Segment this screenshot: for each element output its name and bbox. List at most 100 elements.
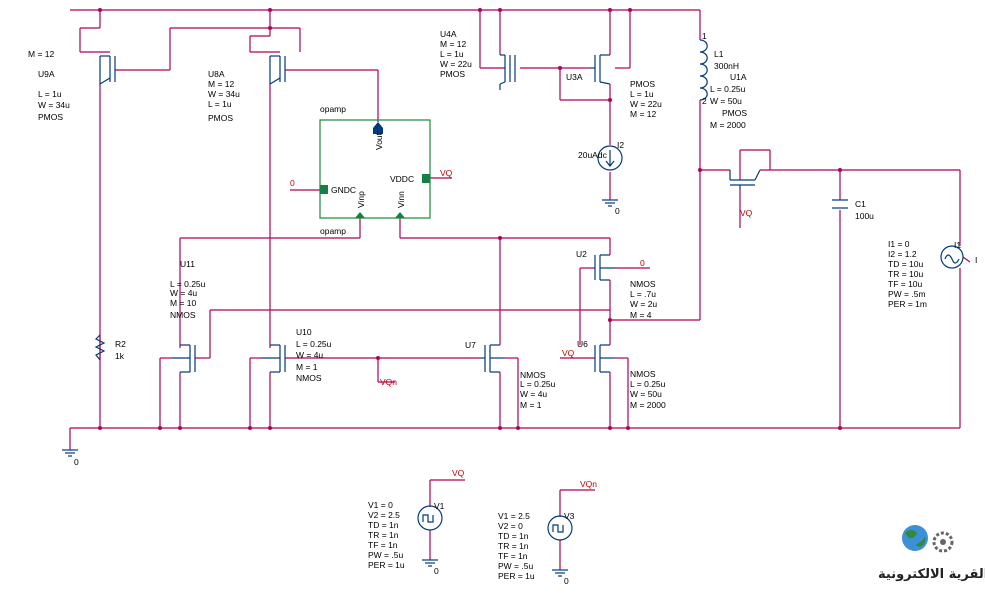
u4a-w: W = 22u: [440, 59, 472, 69]
v3-p2: TD = 1n: [498, 531, 529, 541]
v1-p1: V2 = 2.5: [368, 510, 400, 520]
u10-type: NMOS: [296, 373, 322, 383]
nmos-u11-symbol: [172, 344, 196, 373]
ground-symbol-v3: [552, 569, 568, 577]
l1-pin1: 1: [702, 31, 707, 41]
u6-name: U6: [577, 339, 588, 349]
u2-name: U2: [576, 249, 587, 259]
u6-m: M = 2000: [630, 400, 666, 410]
nmos-u7-symbol: [480, 344, 505, 373]
u8a-l: L = 1u: [208, 99, 232, 109]
u6-w: W = 50u: [630, 389, 662, 399]
v3-p1: V2 = 0: [498, 521, 523, 531]
gear-icon: [932, 531, 954, 553]
u7-type: NMOS: [520, 370, 546, 380]
u6-gate-net: VQ: [562, 348, 575, 358]
v3-net: VQn: [580, 479, 597, 489]
u1a-m: M = 2000: [710, 120, 746, 130]
r2-value: 1k: [115, 351, 125, 361]
watermark-logo: القرية الالكترونية: [878, 525, 985, 582]
resistor-r2-symbol: [94, 334, 106, 361]
pmos-u1a-symbol: [729, 149, 771, 190]
ground-symbol-i2: [602, 199, 618, 207]
u4a-name: U4A: [440, 29, 457, 39]
pmos-u8a-symbol: [269, 55, 286, 85]
r2-name: R2: [115, 339, 126, 349]
u11-type: NMOS: [170, 310, 196, 320]
v1-p3: TR = 1n: [368, 530, 399, 540]
u10-gate-net: VQn: [380, 377, 397, 387]
pmos-u9a-symbol: [99, 55, 116, 85]
watermark-text: القرية الالكترونية: [878, 567, 985, 582]
opamp-block[interactable]: [319, 119, 431, 219]
u3a-name: U3A: [566, 72, 583, 82]
u10-name: U10: [296, 327, 312, 337]
current-source-i2-symbol: [597, 145, 623, 171]
u4a-type: PMOS: [440, 69, 465, 79]
i2-value: 20uAdc: [578, 150, 608, 160]
capacitor-c1-symbol: [832, 199, 848, 209]
opamp-vinp-label: Vinp: [356, 191, 366, 208]
c1-value: 100u: [855, 211, 874, 221]
u7-name: U7: [465, 340, 476, 350]
opamp-bottom-label: opamp: [320, 226, 346, 236]
nmos-u2-symbol: [594, 254, 615, 281]
l1-value: 300nH: [714, 61, 739, 71]
u9a-l: L = 1u: [38, 89, 62, 99]
u11-name: U11: [180, 259, 195, 269]
v1-p6: PER = 1u: [368, 560, 405, 570]
i1-i2: I2 = 1.2: [888, 249, 917, 259]
v3-p3: TR = 1n: [498, 541, 529, 551]
v3-p5: PW = .5u: [498, 561, 533, 571]
v1-p5: PW = .5u: [368, 550, 403, 560]
l1-name: L1: [714, 49, 724, 59]
u11-m: M = 10: [170, 298, 196, 308]
u2-type: NMOS: [630, 279, 656, 289]
v3-p6: PER = 1u: [498, 571, 535, 581]
current-source-i1-symbol: [940, 245, 971, 269]
u1a-gate-net: VQ: [740, 208, 753, 218]
u3a-l: L = 1u: [630, 89, 654, 99]
v1-p0: V1 = 0: [368, 500, 393, 510]
ground-symbol-v1: [422, 559, 438, 567]
v3-ground-label: 0: [564, 576, 569, 586]
pmos-u3a-symbol: [590, 54, 611, 85]
pulse-source-v3-symbol: [547, 515, 573, 541]
opamp-vddc-pin: [422, 174, 430, 183]
l1-pin2: 2: [702, 96, 707, 106]
opamp-vinn-pin: [395, 212, 405, 218]
u9a-type: PMOS: [38, 112, 63, 122]
opamp-vinp-pin: [355, 212, 365, 218]
globe-icon: [902, 525, 928, 551]
nmos-u10-symbol: [262, 344, 286, 373]
opamp-vddc-label: VDDC: [390, 174, 414, 184]
opamp-vout-label: Vout: [374, 132, 384, 150]
u1a-l: L = 0.25u: [710, 84, 746, 94]
nmos-u6-symbol: [594, 344, 615, 373]
u2-m: M = 4: [630, 310, 652, 320]
u9a-m: M = 12: [28, 49, 54, 59]
opamp-vddc-net: VQ: [440, 168, 453, 178]
u11-l: L = 0.25u: [170, 279, 206, 289]
i2-name: I2: [617, 140, 624, 150]
i1-i1: I1 = 0: [888, 239, 910, 249]
u2-gate-net: 0: [640, 258, 645, 268]
v3-name: V3: [564, 511, 575, 521]
u4a-l: L = 1u: [440, 49, 464, 59]
u3a-m: M = 12: [630, 109, 656, 119]
u7-m: M = 1: [520, 400, 542, 410]
u10-w: W = 4u: [296, 350, 323, 360]
u10-l: L = 0.25u: [296, 339, 332, 349]
v3-p4: TF = 1n: [498, 551, 528, 561]
u2-l: L = .7u: [630, 289, 656, 299]
opamp-vinn-label: Vinn: [396, 191, 406, 208]
opamp-top-label: opamp: [320, 104, 346, 114]
v1-net: VQ: [452, 468, 465, 478]
v1-name: V1: [434, 501, 445, 511]
u3a-type: PMOS: [630, 79, 655, 89]
i1-td: TD = 10u: [888, 259, 923, 269]
opamp-gndc-label: GNDC: [331, 185, 356, 195]
u8a-w: W = 34u: [208, 89, 240, 99]
u1a-type: PMOS: [722, 108, 747, 118]
